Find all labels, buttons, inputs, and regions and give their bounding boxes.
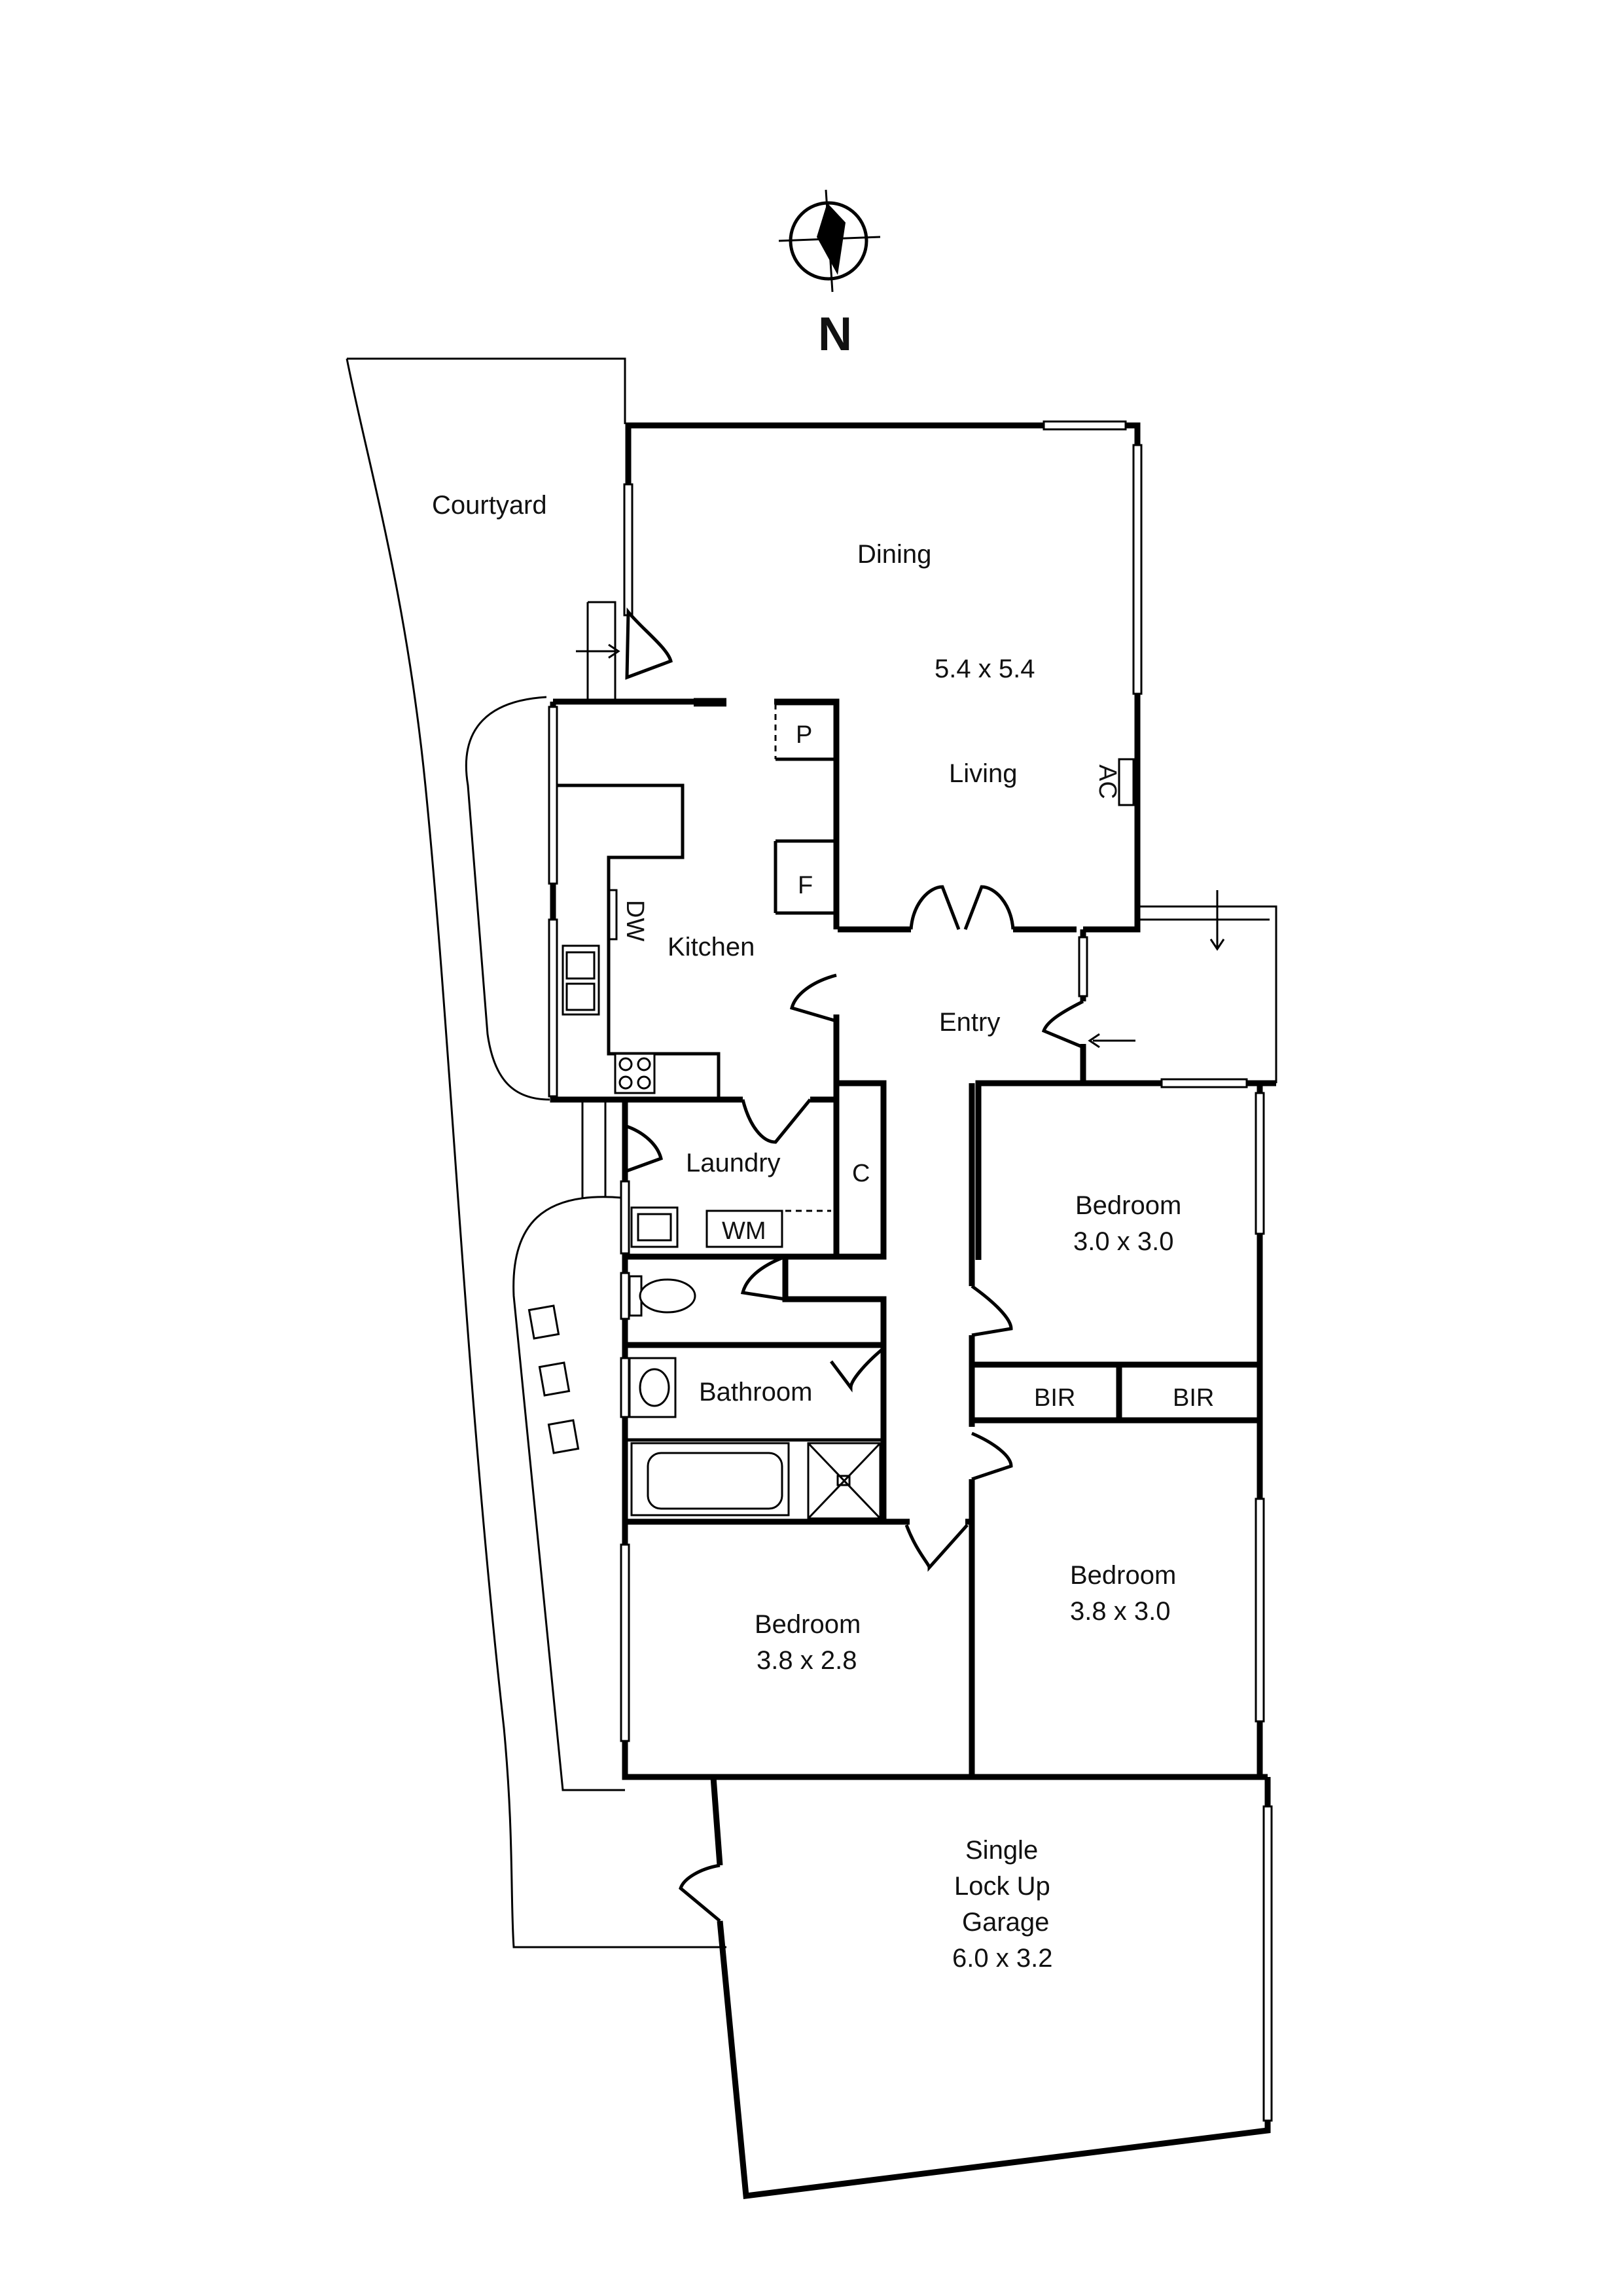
courtyard-boundary <box>346 357 726 1948</box>
dishwasher-panel <box>607 889 618 941</box>
bedroom2-door <box>971 1431 1013 1481</box>
bedroom2-label: Bedroom <box>1070 1561 1176 1590</box>
bedroom3-label: Bedroom <box>755 1610 861 1639</box>
dining-west-window <box>623 483 633 617</box>
bir-left-label: BIR <box>1034 1384 1075 1412</box>
entry-side-window <box>1078 936 1088 997</box>
sink-icon <box>562 944 600 1016</box>
toilet-window <box>620 1272 630 1320</box>
entry-arrow-icon <box>1088 1033 1135 1049</box>
cupboard-label: C <box>852 1160 870 1187</box>
stepping-stone-icon <box>527 1304 580 1454</box>
courtyard-door <box>625 607 673 680</box>
shower-icon <box>807 1442 882 1520</box>
entry-label: Entry <box>939 1008 1000 1037</box>
bedroom3-size: 3.8 x 2.8 <box>757 1646 857 1675</box>
air-conditioner-label: AC <box>1094 764 1121 799</box>
dining-north-window <box>1043 420 1127 431</box>
garage-label-line3: Garage <box>962 1908 1049 1937</box>
bir-walls <box>969 1365 1260 1427</box>
bedroom1-door <box>971 1284 1013 1337</box>
air-conditioner-unit <box>1118 758 1135 806</box>
dining-label: Dining <box>857 540 931 569</box>
garage-label-line1: Single <box>965 1836 1038 1865</box>
laundry-kitchen-door <box>741 1098 812 1144</box>
living-double-door <box>909 885 1015 930</box>
bedroom2-size: 3.8 x 3.0 <box>1070 1597 1170 1626</box>
bedroom3-door <box>904 1524 969 1572</box>
bedroom1-size: 3.0 x 3.0 <box>1073 1227 1173 1256</box>
pantry-fridge-column <box>774 702 836 915</box>
kitchen-sliding-door <box>694 698 726 707</box>
kitchen-garden-bed <box>465 696 550 1101</box>
fridge-label: F <box>798 872 813 899</box>
cooktop-icon <box>614 1052 656 1094</box>
living-label: Living <box>949 759 1018 788</box>
laundry-label: Laundry <box>686 1149 781 1177</box>
courtyard-label: Courtyard <box>432 491 547 520</box>
laundry-garden-bed <box>512 1196 625 1791</box>
dining-east-window <box>1132 444 1143 695</box>
bathtub-icon <box>630 1442 790 1516</box>
toilet-icon <box>628 1275 696 1317</box>
kitchen-entry-door <box>789 973 837 1023</box>
bedroom1-east-window <box>1255 1092 1265 1235</box>
bathroom-label: Bathroom <box>699 1378 812 1407</box>
front-porch <box>1137 890 1277 1083</box>
bedroom3-window <box>620 1543 630 1742</box>
kitchen-bench <box>556 783 721 1100</box>
north-label: N <box>818 308 852 361</box>
dining-living-size: 5.4 x 5.4 <box>935 655 1035 683</box>
laundry-door <box>624 1124 663 1174</box>
compass-icon <box>778 189 881 293</box>
kitchen-west-window-upper <box>548 706 558 885</box>
front-door <box>1041 999 1084 1049</box>
garage-label-line2: Lock Up <box>954 1872 1050 1901</box>
pantry-label: P <box>796 721 812 749</box>
dining-north-west-wall <box>625 422 1141 933</box>
laundry-window <box>620 1180 630 1255</box>
hall-door-to-toilet <box>740 1255 786 1301</box>
courtyard-door-arrow <box>576 643 620 659</box>
laundry-tub-icon <box>630 1206 679 1248</box>
bir-right-label: BIR <box>1173 1384 1214 1412</box>
side-path <box>581 1100 607 1198</box>
basin-icon <box>628 1357 677 1418</box>
kitchen-walls <box>550 698 840 1103</box>
kitchen-west-window-lower <box>548 918 558 1098</box>
bedroom2-window <box>1255 1498 1265 1723</box>
bedroom1-label: Bedroom <box>1075 1191 1181 1220</box>
bedroom1-walls <box>969 1080 1263 1427</box>
garage-size: 6.0 x 3.2 <box>952 1944 1052 1973</box>
bedroom3-walls <box>622 1518 1268 1780</box>
dishwasher-label: DW <box>621 900 649 941</box>
bedroom1-north-window <box>1160 1078 1248 1088</box>
bathroom-window <box>620 1357 630 1418</box>
bathroom-door <box>830 1347 885 1393</box>
kitchen-label: Kitchen <box>668 933 755 961</box>
washing-machine-box <box>705 1210 783 1248</box>
garage-roller-door <box>1262 1805 1273 2122</box>
bathroom-walls <box>625 1345 887 1525</box>
washing-machine-label: WM <box>722 1217 766 1245</box>
garage-side-door <box>679 1863 721 1922</box>
